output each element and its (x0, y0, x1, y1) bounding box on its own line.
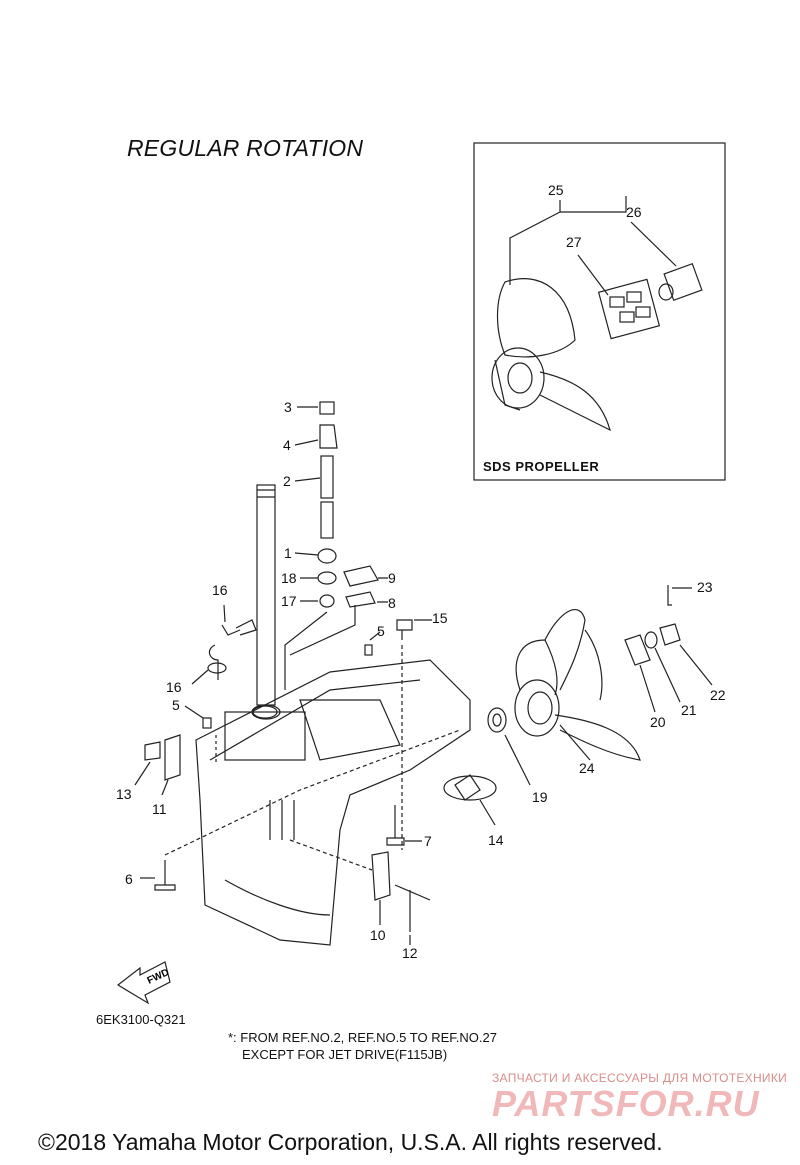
trim-tab-11 (164, 734, 181, 781)
callout-7[interactable]: 7 (424, 833, 432, 849)
callout-16b[interactable]: 16 (166, 679, 182, 695)
washer-21 (644, 631, 658, 649)
callout-9[interactable]: 9 (388, 570, 396, 586)
callout-20[interactable]: 20 (650, 714, 666, 730)
callout-21[interactable]: 21 (681, 702, 697, 718)
callout-13[interactable]: 13 (116, 786, 132, 802)
callout-19[interactable]: 19 (532, 789, 548, 805)
callout-10[interactable]: 10 (370, 927, 386, 943)
nut-22 (659, 623, 681, 646)
callout-5a[interactable]: 5 (172, 697, 180, 713)
callout-23[interactable]: 23 (697, 579, 713, 595)
clamp-16b (207, 662, 227, 674)
callout-24[interactable]: 24 (579, 760, 595, 776)
callout-15[interactable]: 15 (432, 610, 448, 626)
callout-3[interactable]: 3 (284, 399, 292, 415)
callout-8[interactable]: 8 (388, 595, 396, 611)
copyright-text: ©2018 Yamaha Motor Corporation, U.S.A. A… (38, 1129, 663, 1155)
callout-25[interactable]: 25 (548, 182, 564, 198)
callout-22[interactable]: 22 (710, 687, 726, 703)
note-line-2: EXCEPT FOR JET DRIVE(F115JB) (242, 1047, 448, 1062)
inset-label: SDS PROPELLER (483, 459, 600, 474)
bushing-parts (597, 262, 703, 340)
callout-16a[interactable]: 16 (212, 582, 228, 598)
callout-4[interactable]: 4 (283, 437, 291, 453)
callout-11[interactable]: 11 (152, 801, 167, 817)
drive-shaft (251, 484, 281, 720)
callout-2[interactable]: 2 (283, 473, 291, 489)
callout-14[interactable]: 14 (488, 832, 504, 848)
bolt-6 (154, 860, 176, 891)
clamp-16a (221, 624, 241, 636)
water-tube-parts (317, 401, 338, 608)
callout-12[interactable]: 12 (402, 945, 418, 961)
callout-6[interactable]: 6 (125, 871, 133, 887)
callout-5b[interactable]: 5 (377, 623, 385, 639)
callout-26[interactable]: 26 (626, 204, 642, 220)
fwd-arrow (116, 961, 171, 1005)
propeller-24 (514, 609, 641, 761)
anode-10 (371, 851, 391, 901)
cotter-pin-23 (667, 585, 672, 606)
callout-17[interactable]: 17 (281, 593, 297, 609)
lower-unit-housing (195, 659, 471, 946)
bolt-7 (386, 805, 405, 846)
plate-9 (343, 565, 379, 587)
nut-13 (144, 741, 161, 761)
watermark-logo: PARTSFOR.RU (492, 1083, 760, 1124)
bolt-15 (396, 619, 413, 640)
callout-18[interactable]: 18 (281, 570, 297, 586)
note-line-1: *: FROM REF.NO.2, REF.NO.5 TO REF.NO.27 (228, 1030, 497, 1045)
drawing-code: 6EK3100-Q321 (96, 1012, 186, 1027)
diagram-title: REGULAR ROTATION (127, 135, 364, 161)
sds-propeller-drawing (491, 278, 611, 432)
pin-5b (364, 644, 373, 656)
bolt-12 (394, 884, 431, 932)
washer-19 (487, 707, 507, 733)
watermark-tagline: ЗАПЧАСТИ И АКСЕССУАРЫ ДЛЯ МОТОТЕХНИКИ (492, 1071, 788, 1085)
pin-5a (202, 717, 212, 729)
inset-box (473, 142, 726, 481)
callout-27[interactable]: 27 (566, 234, 582, 250)
plate-8 (345, 591, 376, 608)
callout-1[interactable]: 1 (284, 545, 292, 561)
spacer-20 (624, 634, 651, 666)
